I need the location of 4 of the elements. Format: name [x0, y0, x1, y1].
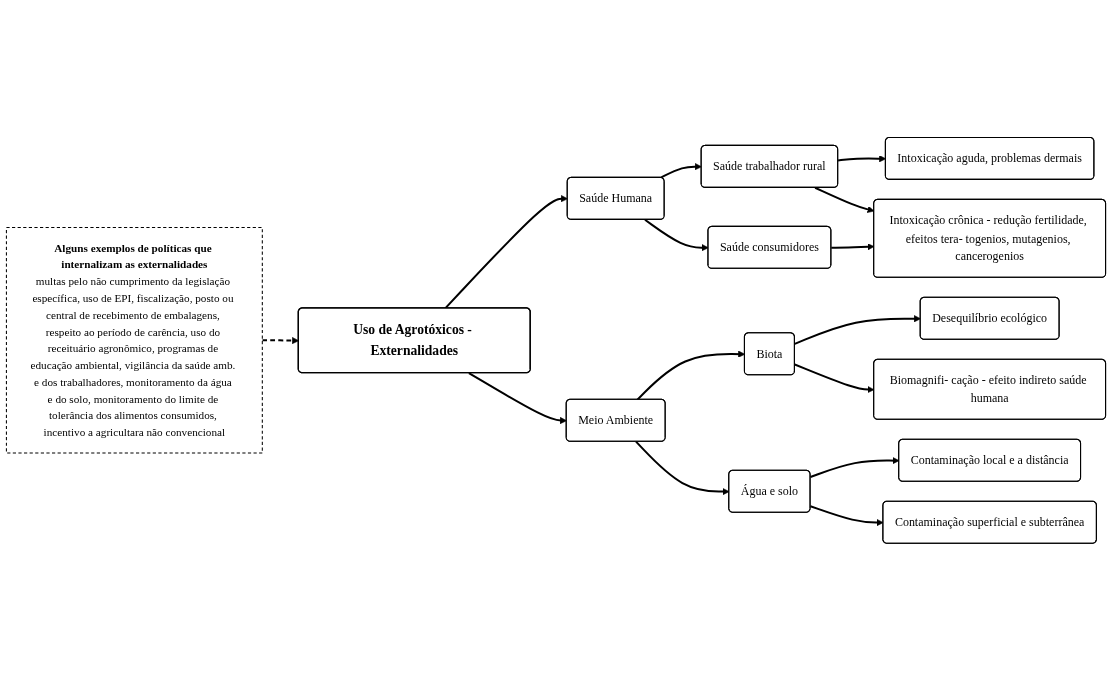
- arrow: [659, 162, 702, 179]
- arrow: [467, 371, 567, 424]
- arrow: [444, 194, 568, 309]
- node-box: Alguns exemplos de políticas que internalizam as externalidades multas pelo não cumprimento da legislação específica, uso de EPI, fiscalização, posto ou central de recebimento de embalagens, respeito ao período de carência, uso do receituário agronômico, programas de educação ambiental, vigilância da saúde amb. e dos trabalhadores, monitoramento da água e do solo, monitoramento do limite de tolerância dos alimentos consumidos, incentivo a agricultara não convencional: [5, 226, 263, 454]
